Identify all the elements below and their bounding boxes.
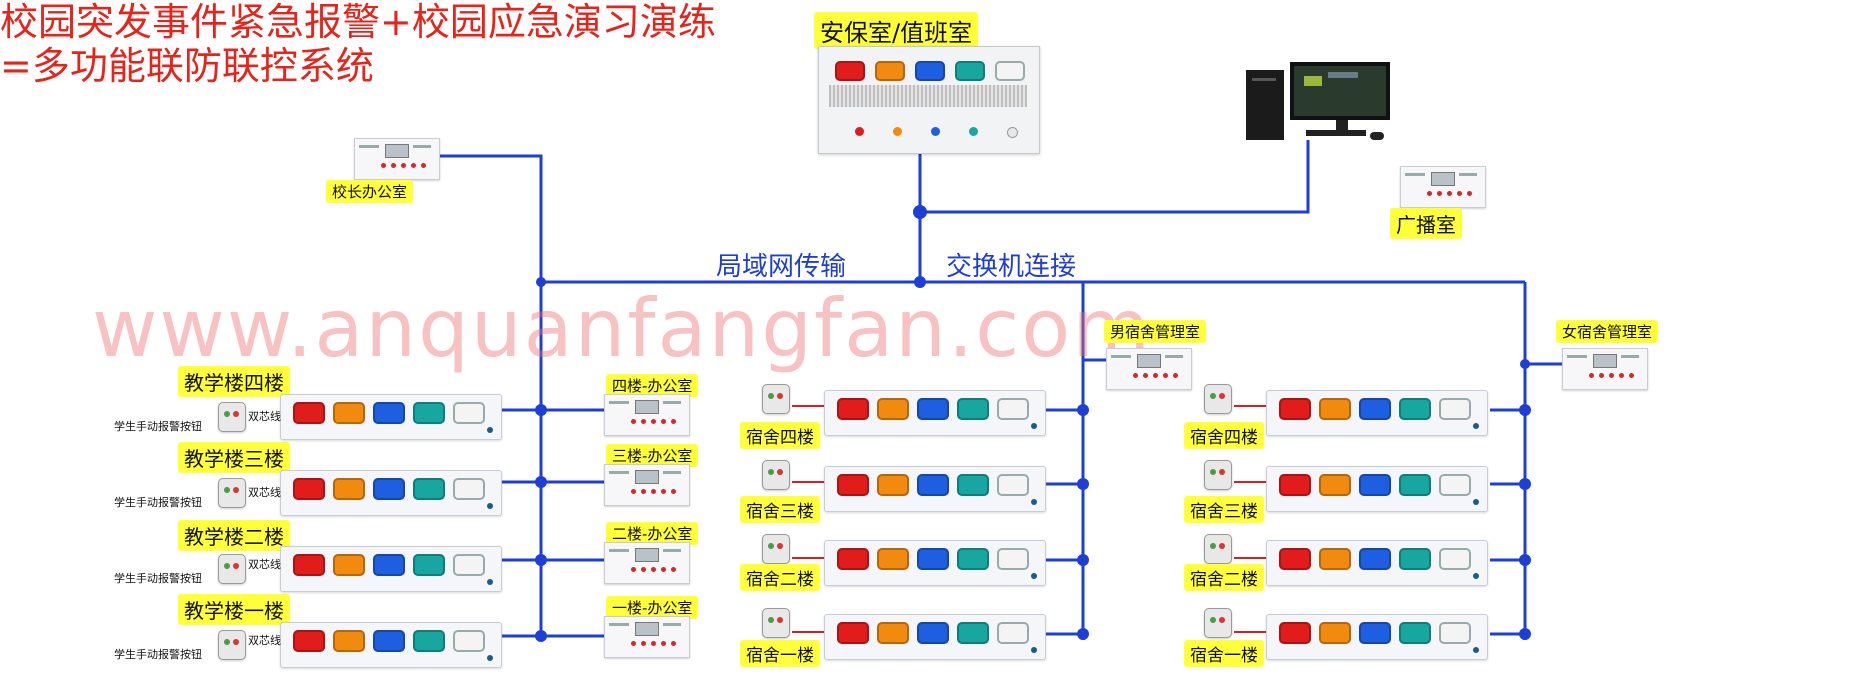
alarm-panel-icon [1266,390,1488,436]
lan-transmission-label: 局域网传输 [716,252,847,282]
network-node-icon [1077,404,1089,416]
network-node-icon [535,476,547,488]
network-node-icon [535,630,547,642]
teaching-floor-label: 教学楼一楼 [178,594,290,625]
alarm-panel-icon [824,466,1046,512]
alarm-panel-icon [280,394,502,440]
network-node-icon [1519,554,1531,566]
network-node-icon [1077,554,1089,566]
alarm-terminal-icon [604,542,690,584]
broadcast-room-label: 广播室 [1390,208,1462,239]
alarm-panel-icon [280,622,502,668]
network-node-icon [536,277,546,287]
alarm-panel-icon [280,546,502,592]
floor-office-label: 二楼-办公室 [606,522,699,545]
network-node-icon [913,205,927,219]
alarm-terminal-icon [604,394,690,436]
call-button-icon [1204,608,1232,638]
student-button-caption: 学生手动报警按钮 [114,496,202,509]
network-node-icon [1519,404,1531,416]
call-button-icon [218,630,246,660]
student-button-caption: 学生手动报警按钮 [114,572,202,585]
network-node-icon [535,404,547,416]
wire-label: 双芯线 [248,410,281,423]
alarm-terminal-icon [604,464,690,506]
network-node-icon [1519,628,1531,640]
network-node-icon [914,276,926,288]
network-node-icon [1519,478,1531,490]
dorm-floor-label: 宿舍三楼 [740,496,820,523]
alarm-panel-icon [824,390,1046,436]
student-button-caption: 学生手动报警按钮 [114,420,202,433]
wire-label: 双芯线 [248,634,281,647]
call-button-icon [762,608,790,638]
student-button-caption: 学生手动报警按钮 [114,648,202,661]
alarm-terminal-icon [1400,166,1486,208]
network-node-icon [1520,359,1530,369]
alarm-terminal-icon [1562,348,1648,390]
teaching-floor-label: 教学楼三楼 [178,442,290,473]
male-dorm-mgmt-label: 男宿舍管理室 [1104,320,1207,343]
call-button-icon [762,460,790,490]
dorm-floor-label: 宿舍四楼 [1184,422,1264,449]
switch-connection-label: 交换机连接 [946,252,1077,282]
watermark: www.anquanfangfan.com [92,282,1153,375]
network-node-icon [1077,628,1089,640]
alarm-terminal-icon [354,138,440,180]
floor-office-label: 四楼-办公室 [606,374,699,397]
teaching-floor-label: 教学楼四楼 [178,366,290,397]
wire-label: 双芯线 [248,486,281,499]
floor-office-label: 一楼-办公室 [606,596,699,619]
network-node-icon [1077,478,1089,490]
dorm-floor-label: 宿舍三楼 [1184,496,1264,523]
computer-line [920,140,1310,214]
alarm-panel-icon [1266,614,1488,660]
alarm-panel-icon [824,614,1046,660]
call-button-icon [762,384,790,414]
call-button-icon [218,402,246,432]
alarm-panel-icon [1266,466,1488,512]
call-button-icon [1204,534,1232,564]
dorm-floor-label: 宿舍四楼 [740,422,820,449]
wire-label: 双芯线 [248,558,281,571]
dorm-floor-label: 宿舍一楼 [1184,640,1264,667]
teaching-floor-label: 教学楼二楼 [178,520,290,551]
call-button-icon [218,554,246,584]
dorm-floor-label: 宿舍二楼 [1184,564,1264,591]
dorm-floor-label: 宿舍二楼 [740,564,820,591]
page-subtitle: =多功能联防联控系统 [0,44,374,88]
call-button-icon [218,478,246,508]
floor-office-label: 三楼-办公室 [606,444,699,467]
alarm-panel-icon [824,540,1046,586]
call-button-icon [1204,460,1232,490]
security-room-label: 安保室/值班室 [814,12,979,49]
dorm-floor-label: 宿舍一楼 [740,640,820,667]
network-node-icon [535,554,547,566]
alarm-terminal-icon [1106,348,1192,390]
female-dorm-mgmt-label: 女宿舍管理室 [1556,320,1659,343]
computer-icon [1246,62,1390,140]
led-display-strip [829,85,1027,107]
alarm-panel-icon [1266,540,1488,586]
principal-office-label: 校长办公室 [326,180,414,203]
alarm-panel-icon [280,470,502,516]
page-title: 校园突发事件紧急报警+校园应急演习演练 [0,0,716,44]
call-button-icon [1204,384,1232,414]
alarm-terminal-icon [604,616,690,658]
central-control-panel [818,46,1040,154]
call-button-icon [762,534,790,564]
